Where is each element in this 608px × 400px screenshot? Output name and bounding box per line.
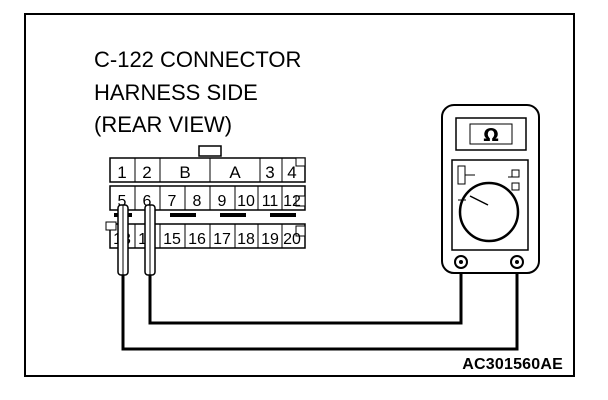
- connector-pin-15: 15: [163, 231, 181, 248]
- connector-pin-3: 3: [265, 163, 274, 182]
- connector-pin-18: 18: [237, 231, 255, 248]
- test-leads: [121, 262, 519, 351]
- meter-display-symbol: Ω: [483, 125, 498, 146]
- ohmmeter: Ω: [441, 104, 540, 274]
- diagram-frame: [24, 13, 575, 377]
- connector-pin-17: 17: [213, 231, 231, 248]
- connector-pin-4: 4: [287, 163, 296, 182]
- connector-pin-12: 12: [283, 193, 301, 210]
- connector-pin-16: 16: [188, 231, 206, 248]
- connector-pin-20: 20: [283, 231, 301, 248]
- connector-pin-A: A: [229, 163, 241, 182]
- connector-c122: [105, 145, 306, 249]
- connector-pin-1: 1: [117, 163, 126, 182]
- connector-pin-10: 10: [237, 193, 255, 210]
- connector-title: C-122 CONNECTOR: [94, 47, 302, 72]
- rear-view-label: (REAR VIEW): [94, 112, 233, 137]
- connector-pin-11: 11: [262, 193, 279, 210]
- connector-bus-bars: [114, 213, 296, 217]
- connector-pin-6: 6: [143, 193, 152, 210]
- connector-pin-B: B: [179, 163, 190, 182]
- harness-side-label: HARNESS SIDE: [94, 80, 258, 105]
- connector-pin-9: 9: [218, 193, 227, 210]
- connector-pin-7: 7: [168, 193, 177, 210]
- reference-code: AC301560AE: [462, 356, 563, 373]
- connector-pin-8: 8: [193, 193, 202, 210]
- connector-pin-5: 5: [118, 193, 127, 210]
- connector-pin-19: 19: [261, 231, 279, 248]
- connector-pin-2: 2: [142, 163, 151, 182]
- test-probes: [117, 204, 156, 276]
